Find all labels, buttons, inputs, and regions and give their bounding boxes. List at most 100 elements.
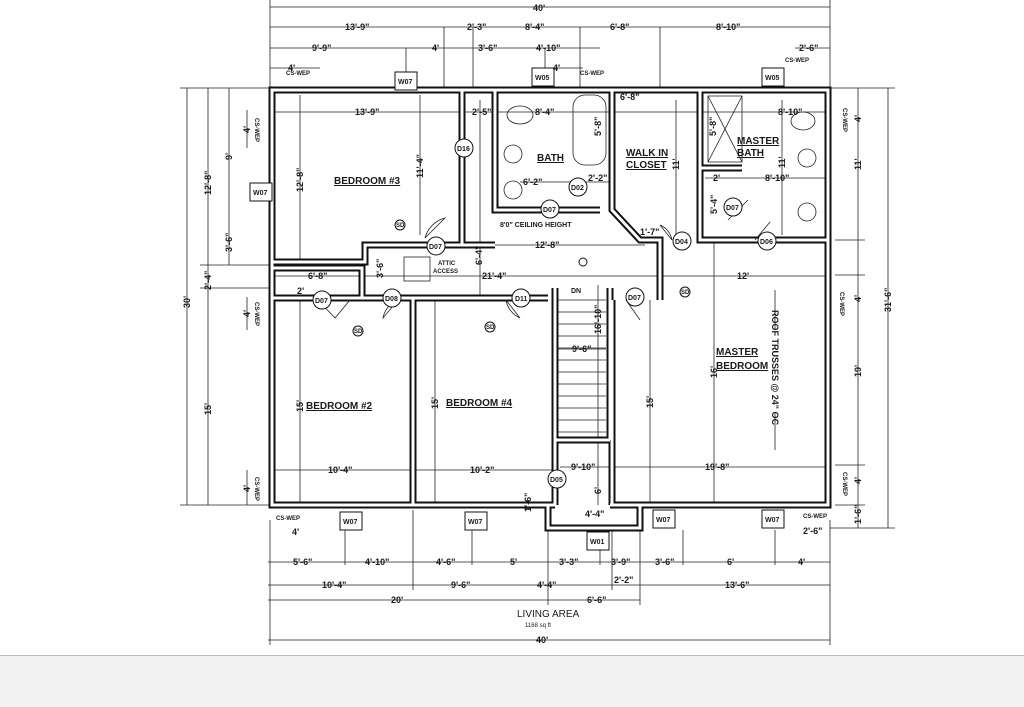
top-dimensions: 40' 13'-9" 2'-3" 8'-4" 6'-8" 8'-10" 9'-9…: [288, 3, 818, 73]
dim-label: 9'-10": [571, 462, 595, 472]
dim-label: 4': [553, 63, 560, 73]
interior-dimensions: 13'-9" 12'-8" 11'-4" 2'-5" 8'-4" 5'-8" 6…: [295, 92, 802, 494]
dim-label: 4': [853, 295, 863, 302]
smoke-detector-label: SD: [354, 329, 363, 335]
dim-label: 8'-10": [778, 107, 802, 117]
dim-label: 3'-9": [611, 557, 630, 567]
room-label-walk-in-closet-2: CLOSET: [626, 160, 667, 171]
dim-label: 3'-6": [478, 43, 497, 53]
dim-label: 11'-4": [415, 154, 425, 178]
dim-label: 21'-4": [482, 271, 506, 281]
door-tags: D16 D07 D02 D07 D07 D04 D06 D07 D08 D11 …: [312, 138, 777, 489]
room-label-bedroom-4: BEDROOM #4: [446, 398, 513, 409]
door-tag: D05: [550, 477, 563, 484]
room-label-master-bedroom-1: MASTER: [716, 347, 759, 358]
dim-label: 4': [432, 43, 439, 53]
dim-label: 4': [798, 557, 805, 567]
dim-label: 4': [242, 485, 252, 492]
dim-label: 4': [242, 126, 252, 133]
dim-label: 2'-2": [614, 575, 633, 585]
room-label-master-bath-2: BATH: [737, 148, 764, 159]
room-label-master-bath-1: MASTER: [737, 136, 780, 147]
door-tag: D08: [385, 296, 398, 303]
door-tag: D11: [515, 296, 528, 303]
sink: [797, 202, 817, 222]
dim-label: 30': [182, 296, 192, 308]
dim-label: 2'-4": [203, 271, 213, 290]
dim-label: 11': [671, 158, 681, 170]
dim-label: 4': [292, 527, 299, 537]
egress-label: CS-WEP: [803, 514, 827, 520]
stair-treads: [558, 299, 606, 433]
door-tag: D07: [543, 207, 556, 214]
egress-label: CS-WEP: [253, 477, 259, 501]
egress-label: CS-WEP: [253, 118, 259, 142]
left-dimensions: 30' 12'-8" 2'-4" 15' 4' 9' 3'-6" 4' 4': [182, 126, 252, 492]
smoke-detector-label: SD: [396, 223, 405, 229]
smoke-detector-label: SD: [681, 290, 690, 296]
window-tag: W01: [590, 539, 605, 546]
door-tag: D04: [675, 239, 688, 246]
dim-label: 6'-4": [474, 246, 484, 265]
dim-label: 3'-6": [655, 557, 674, 567]
door-tag: D07: [628, 295, 641, 302]
window-tag: W07: [343, 519, 358, 526]
dim-label: 3'-3": [559, 557, 578, 567]
dim-label: 2'-6": [803, 526, 822, 536]
dim-label: 13'-6": [725, 580, 749, 590]
smoke-detector-label: SD: [486, 325, 495, 331]
dim-label: 15': [203, 403, 213, 415]
dim-label: 4'-6": [436, 557, 455, 567]
dim-label: 12'-8": [295, 168, 305, 192]
dim-label: 9': [224, 153, 234, 160]
door-tag: D16: [457, 146, 470, 153]
room-label-bath: BATH: [537, 153, 564, 164]
egress-label: CS-WEP: [276, 516, 300, 522]
toilet: [790, 111, 816, 131]
bathtub: [572, 94, 607, 166]
dim-label: 6'-8": [610, 22, 629, 32]
window-tag: W07: [253, 190, 268, 197]
dim-label: 31'-6": [883, 288, 893, 312]
egress-label: CS-WEP: [841, 472, 847, 496]
dim-label: 11': [777, 156, 787, 168]
dim-label: 12': [737, 271, 749, 281]
dim-label: 10'-4": [328, 465, 352, 475]
sink: [503, 180, 523, 200]
room-label-bedroom-3: BEDROOM #3: [334, 176, 401, 187]
windows: W07 W05 W05 W07 W07 W07 W01 W07 W07: [249, 67, 785, 551]
dim-label: 1'-6": [853, 505, 863, 524]
egress-label: CS-WEP: [785, 58, 809, 64]
egress-label: CS-WEP: [286, 71, 310, 77]
dim-label: 15': [645, 396, 655, 408]
dim-label: 6'-6": [587, 595, 606, 605]
paper-edge: [0, 655, 1024, 707]
living-area-label: LIVING AREA: [517, 609, 580, 620]
dim-label: 16': [709, 366, 719, 378]
right-dimensions: 31'-6" 4' 11' 4' 19' 4' 1'-6": [853, 115, 893, 524]
dim-label: 4': [288, 63, 295, 73]
attic-access-hatch: [403, 256, 431, 282]
dim-label: 4'-4": [537, 580, 556, 590]
notes: 8'0" CEILING HEIGHT ATTIC ACCESS DN ROOF…: [253, 58, 847, 522]
sink: [797, 148, 817, 168]
dim-label: 8'-4": [525, 22, 544, 32]
dim-label: 13'-9": [345, 22, 369, 32]
dim-label: 3'-6": [224, 233, 234, 252]
dim-label: 6'-8": [620, 92, 639, 102]
shower: [707, 95, 743, 163]
dim-label: 10'-4": [322, 580, 346, 590]
attic-access-note-2: ACCESS: [433, 269, 458, 275]
dim-label: 6'-2": [523, 177, 542, 187]
door-tag: D07: [726, 205, 739, 212]
ceiling-height-note: 8'0" CEILING HEIGHT: [500, 222, 572, 229]
dim-label: 19'-8": [705, 462, 729, 472]
living-area-value: 1168 sq ft: [525, 623, 551, 629]
dim-label: 4'-4": [585, 509, 604, 519]
dim-label: 3'-6": [375, 259, 385, 278]
dim-label: 2': [713, 173, 720, 183]
dim-label: 15': [295, 400, 305, 412]
window-tag: W07: [398, 79, 413, 86]
window-tag: W05: [535, 75, 550, 82]
dim-label: 5'-8": [708, 117, 718, 136]
